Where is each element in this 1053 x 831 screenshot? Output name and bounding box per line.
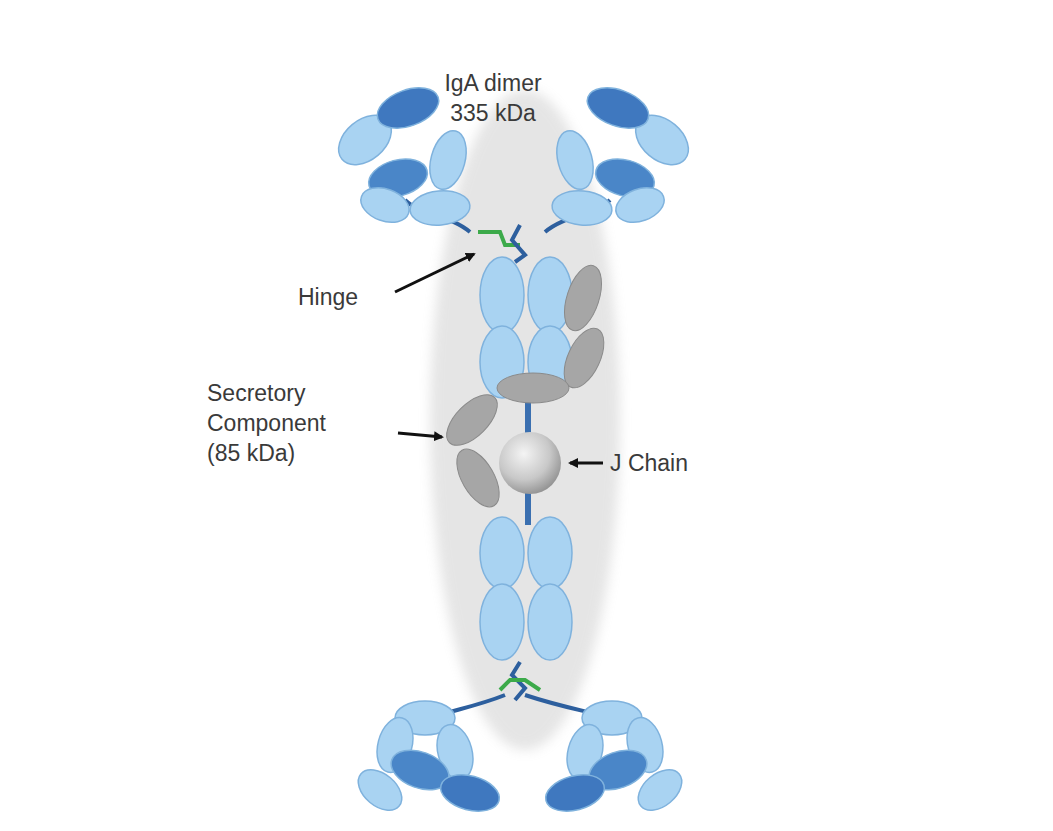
molecule-title: IgA dimer 335 kDa [428,68,558,128]
part-label: Hinge [298,282,358,312]
hinge-region [500,662,540,700]
fab-arm [545,80,698,232]
fab-arm [525,695,689,818]
fab-arm [351,695,505,818]
j-chain-sphere [499,432,561,494]
leader-arrow [395,254,603,463]
fc-region [480,517,572,660]
part-label: J Chain [610,448,688,478]
part-label: Secretory Component (85 kDa) [207,378,357,468]
secretory-component [438,261,612,514]
